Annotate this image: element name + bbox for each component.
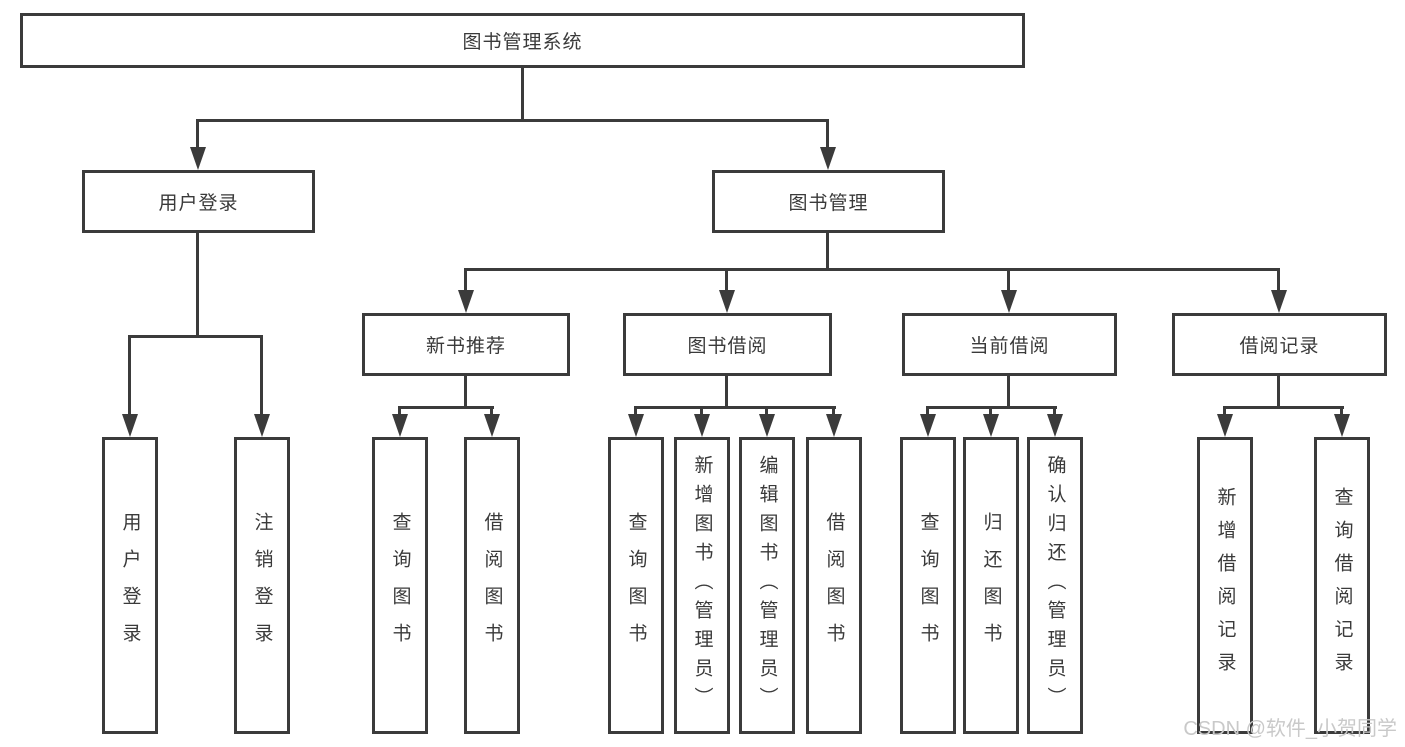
- arrowhead: [920, 414, 936, 437]
- leaf-add-borrow-record: 新增借阅记录: [1197, 437, 1253, 734]
- arrowhead: [694, 414, 710, 437]
- leaf-label: 新增借阅记录: [1214, 486, 1236, 685]
- node-current-borrow: 当前借阅: [902, 313, 1117, 376]
- connector: [128, 335, 131, 415]
- connector: [1223, 406, 1226, 416]
- leaf-label: 查询借阅记录: [1331, 486, 1353, 685]
- leaf-logout: 注销登录: [234, 437, 290, 734]
- node-book-management: 图书管理: [712, 170, 945, 233]
- connector: [826, 119, 829, 148]
- connector: [1277, 268, 1280, 292]
- leaf-label: 查询图书: [389, 511, 411, 660]
- arrowhead: [1334, 414, 1350, 437]
- arrowhead: [1271, 290, 1287, 313]
- connector: [832, 406, 835, 416]
- connector: [1277, 376, 1280, 409]
- arrowhead: [759, 414, 775, 437]
- arrowhead: [826, 414, 842, 437]
- arrowhead: [628, 414, 644, 437]
- connector: [196, 119, 829, 122]
- connector: [196, 119, 199, 148]
- leaf-query-borrow-record: 查询借阅记录: [1314, 437, 1370, 734]
- leaf-current-query-books: 查询图书: [900, 437, 956, 734]
- connector: [700, 406, 703, 416]
- leaf-label: 查询图书: [917, 511, 939, 660]
- connector: [464, 268, 1280, 271]
- leaf-return-books: 归还图书: [963, 437, 1019, 734]
- arrowhead: [1047, 414, 1063, 437]
- connector: [826, 233, 829, 271]
- leaf-label: 借阅图书: [481, 511, 503, 660]
- connector: [634, 406, 637, 416]
- leaf-confirm-return-admin: 确认归还（管理员）: [1027, 437, 1083, 734]
- leaf-label: 借阅图书: [823, 511, 845, 660]
- connector: [1053, 406, 1056, 416]
- leaf-user-login: 用户登录: [102, 437, 158, 734]
- arrowhead: [983, 414, 999, 437]
- connector: [260, 335, 263, 415]
- leaf-label: 用户登录: [119, 511, 141, 660]
- connector: [1223, 406, 1344, 409]
- csdn-watermark: CSDN @软件_小贺同学: [1183, 718, 1397, 740]
- connector: [1007, 268, 1010, 292]
- node-library-system: 图书管理系统: [20, 13, 1025, 68]
- connector: [464, 268, 467, 292]
- arrowhead: [254, 414, 270, 437]
- leaf-recommend-borrow-books: 借阅图书: [464, 437, 520, 734]
- leaf-label: 确认归还（管理员）: [1044, 455, 1066, 716]
- leaf-borrow-query-books: 查询图书: [608, 437, 664, 734]
- connector: [398, 406, 401, 416]
- node-borrow-records: 借阅记录: [1172, 313, 1387, 376]
- connector: [1007, 376, 1010, 409]
- leaf-label: 新增图书（管理员）: [691, 455, 713, 716]
- connector: [521, 68, 524, 122]
- node-new-book-recommend: 新书推荐: [362, 313, 570, 376]
- leaf-label: 编辑图书（管理员）: [756, 455, 778, 716]
- leaf-edit-books-admin: 编辑图书（管理员）: [739, 437, 795, 734]
- connector: [725, 268, 728, 292]
- leaf-label: 归还图书: [980, 511, 1002, 660]
- connector: [1340, 406, 1343, 416]
- arrowhead: [190, 147, 206, 170]
- connector: [398, 406, 494, 409]
- connector: [634, 406, 836, 409]
- leaf-label: 查询图书: [625, 511, 647, 660]
- arrowhead: [484, 414, 500, 437]
- leaf-borrow-books: 借阅图书: [806, 437, 862, 734]
- arrowhead: [122, 414, 138, 437]
- node-user-login: 用户登录: [82, 170, 315, 233]
- arrowhead: [1217, 414, 1233, 437]
- connector: [725, 376, 728, 409]
- arrowhead: [1001, 290, 1017, 313]
- connector: [196, 233, 199, 338]
- connector: [926, 406, 929, 416]
- connector: [490, 406, 493, 416]
- arrowhead: [719, 290, 735, 313]
- arrowhead: [458, 290, 474, 313]
- leaf-recommend-query-books: 查询图书: [372, 437, 428, 734]
- connector: [464, 376, 467, 409]
- leaf-add-books-admin: 新增图书（管理员）: [674, 437, 730, 734]
- connector: [128, 335, 263, 338]
- arrowhead: [392, 414, 408, 437]
- arrowhead: [820, 147, 836, 170]
- connector: [765, 406, 768, 416]
- connector: [989, 406, 992, 416]
- node-book-borrow: 图书借阅: [623, 313, 832, 376]
- leaf-label: 注销登录: [251, 511, 273, 660]
